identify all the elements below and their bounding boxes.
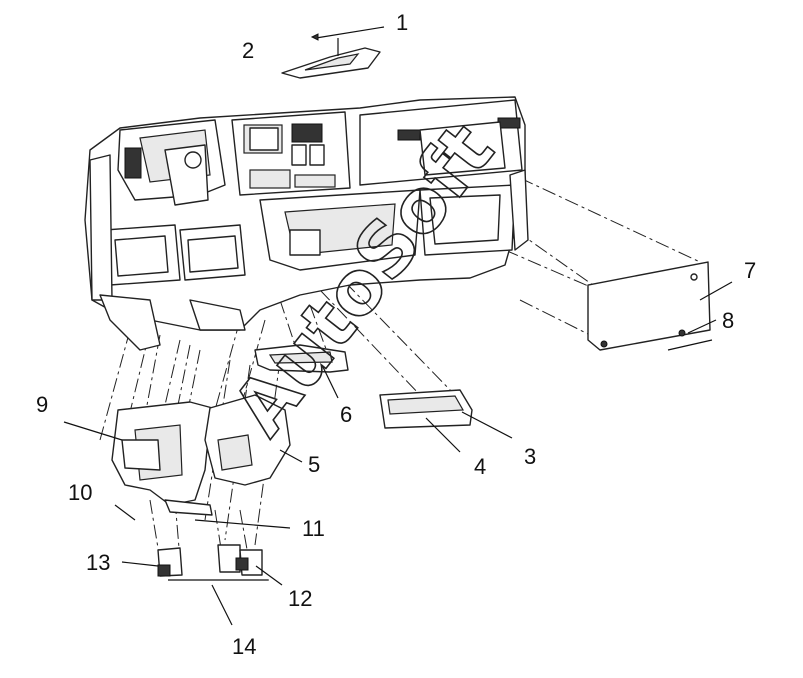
callout-14: 14	[232, 634, 256, 659]
callout-6: 6	[340, 402, 352, 427]
top-vent-trim	[281, 26, 385, 79]
callout-10: 10	[68, 480, 92, 505]
floor-outlets	[121, 544, 283, 626]
callout-3: 3	[524, 444, 536, 469]
callout-13: 13	[86, 550, 110, 575]
callout-8: 8	[722, 308, 734, 333]
center-bracket	[254, 344, 349, 399]
left-lower-trim	[63, 401, 221, 506]
dashboard-main-body	[84, 96, 529, 351]
callout-2: 2	[242, 38, 254, 63]
callout-7: 7	[744, 258, 756, 283]
right-side-panel	[587, 261, 733, 351]
callout-5: 5	[308, 452, 320, 477]
callout-labels: 1 2 3 4 5 6 7 8 9 10 11 12 13 14	[36, 10, 756, 659]
storage-tray	[379, 389, 513, 453]
callout-9: 9	[36, 392, 48, 417]
callout-11: 11	[302, 516, 325, 541]
callout-4: 4	[474, 454, 486, 479]
callout-12: 12	[288, 586, 312, 611]
callout-1: 1	[396, 10, 408, 35]
air-ducts	[114, 499, 291, 529]
knee-panel	[204, 394, 303, 486]
